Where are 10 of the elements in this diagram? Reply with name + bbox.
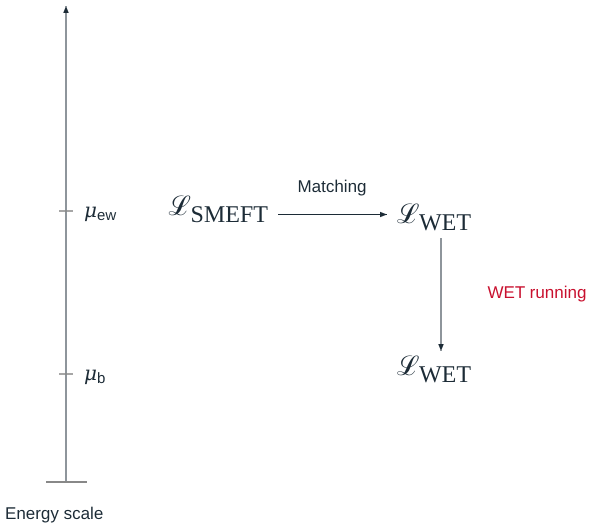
arrow	[438, 238, 444, 352]
scale-label: μ$_{b}$	[84, 361, 106, 387]
edge-label: WET running	[488, 283, 586, 303]
scale-label: μ$_{ew}$	[84, 198, 116, 224]
arrow	[278, 212, 388, 218]
axis-title: Energy scale	[5, 504, 104, 524]
lagrangian-label: ℒ$_{SMEFT}$	[158, 190, 278, 230]
edge-label: Matching	[298, 177, 366, 197]
lagrangian-label: ℒ$_{WET}$	[387, 198, 481, 238]
lagrangian-label: ℒ$_{WET}$	[387, 350, 481, 390]
